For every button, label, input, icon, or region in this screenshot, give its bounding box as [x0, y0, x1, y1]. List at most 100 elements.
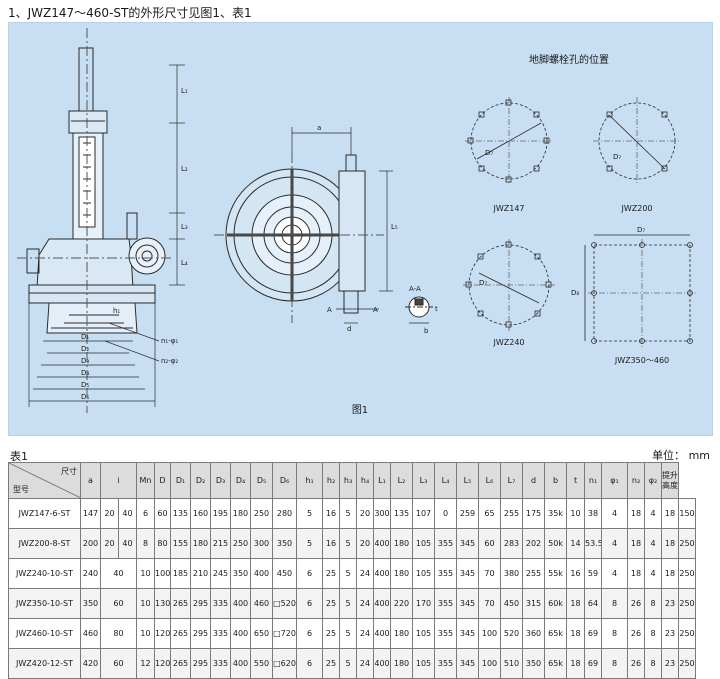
- table-cell: 360: [522, 618, 546, 649]
- dim-t: t: [435, 305, 438, 313]
- table-cell: 6: [296, 588, 324, 619]
- table-cell: 8: [601, 648, 629, 679]
- model-cell: JWZ240-10-ST: [8, 558, 81, 589]
- table-cell: 120: [154, 648, 172, 679]
- corner-label-model: 型号: [13, 485, 29, 494]
- table-cell: 315: [522, 588, 546, 619]
- table-cell: 8: [644, 588, 663, 619]
- table-cell: 10: [136, 558, 156, 589]
- dim-b: b: [424, 327, 429, 335]
- table-cell: 520: [500, 618, 524, 649]
- corner-label-size: 尺寸: [61, 467, 77, 476]
- column-header: t: [566, 462, 586, 499]
- table-cell: 69: [584, 648, 603, 679]
- column-header: φ₁: [601, 462, 629, 499]
- column-header: L₅: [456, 462, 480, 499]
- table-cell: 16: [322, 498, 341, 529]
- table-cell: 23: [661, 588, 680, 619]
- side-dimension-labels: L₁ L₂ L₃ L₄ h₁ n₁-φ₁ n₂-φ₂ D₁ D₂ D₃ D₄ D…: [81, 87, 188, 401]
- dim-l1: L₁: [181, 87, 188, 95]
- table-cell: 400: [373, 558, 392, 589]
- table-cell: 20: [356, 498, 375, 529]
- table-cell: 355: [434, 618, 458, 649]
- dim-d8-jwz350: D₈: [571, 289, 579, 297]
- table-cell: 265: [170, 588, 192, 619]
- table-cell: 23: [661, 648, 680, 679]
- table-cell: 24: [356, 558, 375, 589]
- table-cell: 345: [456, 528, 480, 559]
- side-elevation-view: [17, 28, 174, 413]
- table-cell: 355: [434, 528, 458, 559]
- unit-prefix: 单位：: [652, 449, 686, 462]
- table-cell: 105: [412, 528, 436, 559]
- table-cell: 400: [373, 528, 392, 559]
- table-cell: 18: [661, 558, 680, 589]
- table-cell: 5: [339, 588, 358, 619]
- table-cell: 18: [566, 588, 586, 619]
- table-cell: 250: [678, 618, 697, 649]
- table-cell: 25: [322, 558, 341, 589]
- table-cell: 215: [210, 528, 232, 559]
- table-cell: 18: [627, 528, 646, 559]
- dim-d7-jwz240: D₇: [479, 279, 487, 287]
- table-cell: 14: [566, 528, 586, 559]
- model-cell: JWZ200-8-ST: [8, 528, 81, 559]
- table-cell: 420: [80, 648, 101, 679]
- table-cell: 70: [478, 588, 502, 619]
- table-cell: 155: [170, 528, 192, 559]
- table-cell: 100: [478, 618, 502, 649]
- dim-d7-jwz147: D₇: [485, 149, 493, 157]
- table-cell: 50k: [544, 528, 568, 559]
- dim-d6: D₆: [81, 393, 89, 401]
- table-cell: 65k: [544, 618, 568, 649]
- table-cell: 510: [500, 648, 524, 679]
- table-cell: 20: [100, 528, 119, 559]
- dim-l3: L₃: [181, 223, 188, 231]
- column-header: L₇: [500, 462, 524, 499]
- dimension-drawing: L₁ L₂ L₃ L₄ h₁ n₁-φ₁ n₂-φ₂ D₁ D₂ D₃ D₄ D…: [8, 22, 713, 436]
- table-cell: 18: [661, 498, 680, 529]
- table-cell: 250: [678, 558, 697, 589]
- bolt-pattern-jwz350-460: [584, 234, 696, 349]
- model-cell: JWZ420-12-ST: [8, 648, 81, 679]
- table-cell: □520: [272, 588, 298, 619]
- table-cell: 210: [190, 558, 212, 589]
- table-cell: 335: [210, 618, 232, 649]
- bolt-pattern-jwz240: [463, 239, 555, 331]
- table-cell: 105: [412, 648, 436, 679]
- table-cell: 4: [644, 558, 663, 589]
- table-cell: 5: [339, 558, 358, 589]
- table-cell: 18: [661, 528, 680, 559]
- table-cell: 60k: [544, 588, 568, 619]
- column-header: D₅: [250, 462, 274, 499]
- table-cell: 60: [99, 648, 138, 679]
- dim-n1-phi1: n₁-φ₁: [161, 337, 178, 345]
- table-cell: 259: [456, 498, 480, 529]
- table-cell: 0: [434, 498, 458, 529]
- column-header: L₆: [478, 462, 502, 499]
- table-cell: 53.5: [584, 528, 603, 559]
- dim-d7-jwz200: D₇: [613, 153, 621, 161]
- column-header: φ₂: [644, 462, 663, 499]
- table-cell: 345: [456, 588, 480, 619]
- table-cell: 4: [644, 528, 663, 559]
- dim-a-left: A: [327, 306, 332, 314]
- table-cell: 335: [210, 588, 232, 619]
- table-cell: 295: [190, 618, 212, 649]
- table-cell: 4: [601, 558, 629, 589]
- table-cell: 265: [170, 648, 192, 679]
- table-cell: 8: [601, 618, 629, 649]
- table-cell: 16: [566, 558, 586, 589]
- table-cell: 5: [339, 528, 358, 559]
- table-cell: 250: [678, 588, 697, 619]
- column-header: D₂: [190, 462, 212, 499]
- table-cell: 265: [170, 618, 192, 649]
- table-cell: 135: [390, 498, 414, 529]
- table-cell: 18: [566, 648, 586, 679]
- column-header: D₃: [210, 462, 232, 499]
- table-cell: 40: [117, 528, 138, 559]
- table-cell: 400: [373, 618, 392, 649]
- table-cell: 195: [210, 498, 232, 529]
- table-cell: 150: [678, 498, 697, 529]
- table-cell: 350: [230, 558, 252, 589]
